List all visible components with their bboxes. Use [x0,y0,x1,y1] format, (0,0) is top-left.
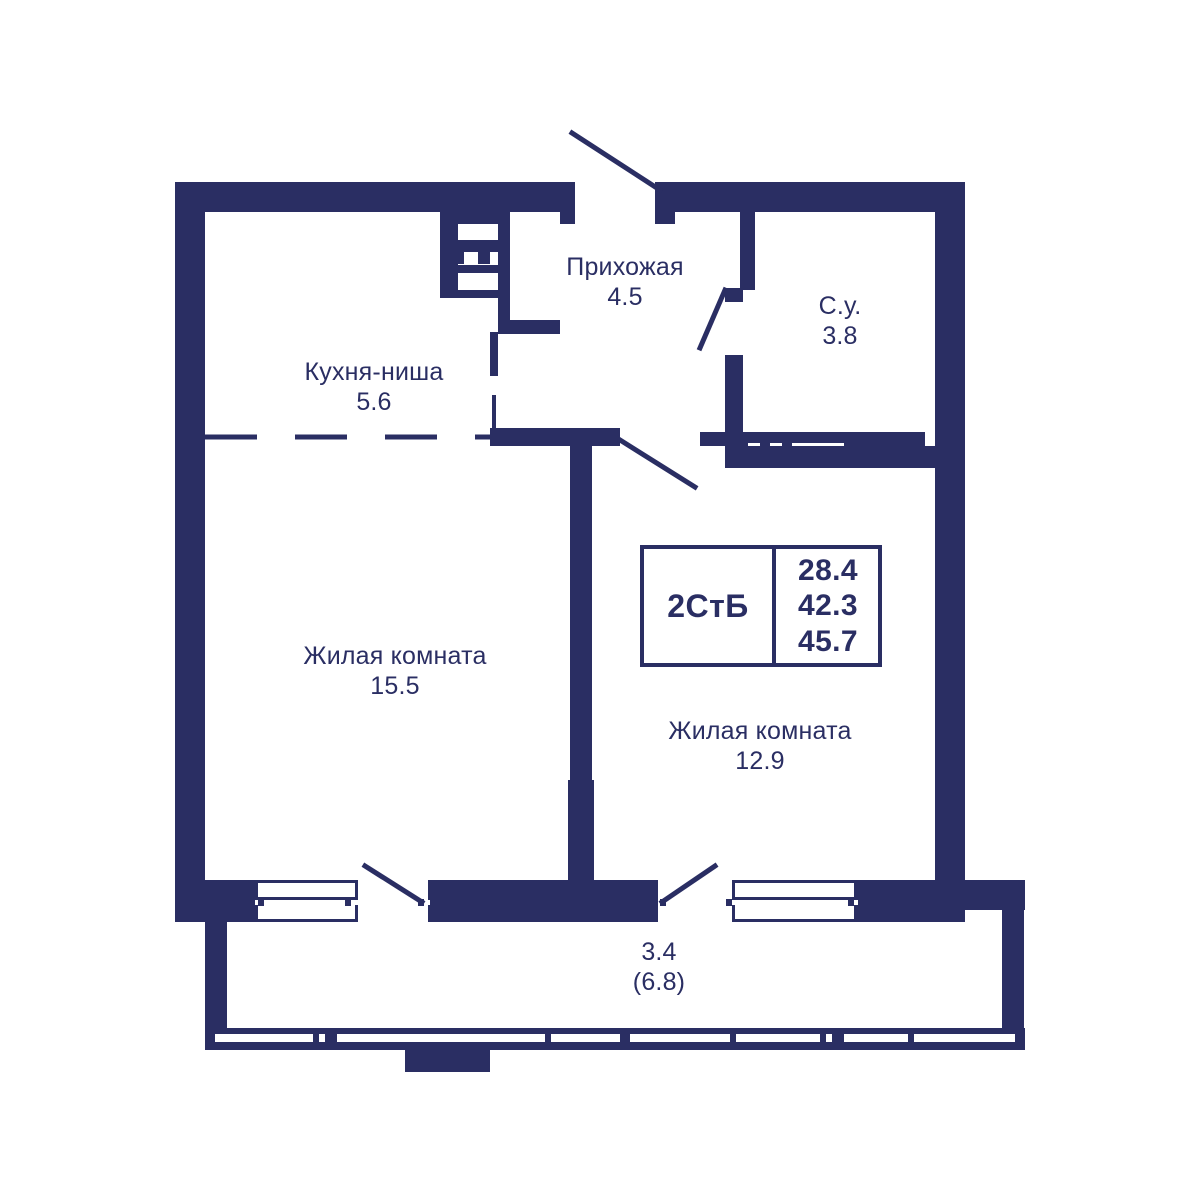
balcony-glazing-tick-2 [325,1030,337,1046]
balcony-glazing-tick-4 [620,1030,630,1046]
window-living-2-sash-tick-b [726,899,732,906]
window-living-2-sash-tick-c [848,899,854,906]
apartment-areas-cell: 28.4 42.3 45.7 [776,549,878,663]
kitchen-counter-top [440,212,510,224]
doors-layer [361,129,729,906]
balcony-wall-right [1002,900,1024,1050]
wall-hall-bathroom [740,212,755,290]
window-living-2-glass-lower [735,905,854,919]
kitchen-counter-mid [440,240,510,252]
window-living-2-sash [658,900,858,905]
balcony-glazing-tick-7 [832,1030,844,1046]
balcony-glazing [215,1034,1015,1042]
balcony-glazing-tick-6 [820,1030,826,1046]
window-living-1-glass-upper [258,883,355,897]
balcony-wall-left [205,900,227,1050]
wall-exterior-top-left [175,182,575,212]
apartment-code-cell: 2СтБ [644,549,776,663]
kitchen-counter-foot [498,320,560,334]
apartment-area-with-balcony: 45.7 [798,624,858,658]
balcony-glazing-tick-8 [908,1030,914,1046]
wall-rooms-partition-thick [568,780,594,883]
wall-bathroom-south [700,432,748,446]
apartment-code: 2СтБ [667,587,749,624]
wall-exterior-top-right [655,182,965,212]
wall-entry-jamb-left [560,182,575,224]
wall-rooms-partition [570,428,592,883]
apartment-area-total: 28.4 [798,554,858,588]
wall-bottom-pier-mid [428,880,658,922]
walls-layer [175,182,1025,1072]
kitchen-sink-body [440,290,510,298]
opening-dashed-layer [205,335,496,440]
door-balcony-right-swing [658,862,719,906]
windows-layer [215,880,1015,1046]
window-living-1-sash [255,900,430,905]
window-living-1-glass-lower [258,905,355,919]
balcony-drain-stub [405,1050,490,1072]
apartment-info-box: 2СтБ 28.4 42.3 45.7 [640,545,882,667]
window-living-1-sash-tick-b [345,899,351,906]
balcony-glazing-tick-3 [545,1030,551,1046]
wall-hall-bathroom-lower [725,355,743,455]
window-living-2-glass-upper [735,883,854,897]
door-bathroom-swing [696,286,729,352]
wall-exterior-left [175,182,205,922]
door-entry-swing [568,129,664,194]
wall-nub-partition-top [570,428,620,444]
door-living-2-swing [616,436,699,491]
wall-bathroom-door-jamb [725,288,743,302]
kitchen-stove-burner-1 [452,252,464,264]
wall-exterior-right [935,182,965,882]
window-living-1-sash-tick-a [258,899,264,906]
kitchen-counter-right [498,212,510,332]
wall-bathroom-south-ext [725,446,937,468]
door-balcony-left-swing [361,862,426,906]
kitchen-stove-burner-2 [478,252,490,264]
kitchen-counter-bottom [440,265,510,273]
apartment-area-living: 42.3 [798,589,858,623]
balcony-glazing-tick-5 [730,1030,736,1046]
balcony-glazing-tick-1 [313,1030,319,1046]
kitchen-counter-left [440,212,458,297]
